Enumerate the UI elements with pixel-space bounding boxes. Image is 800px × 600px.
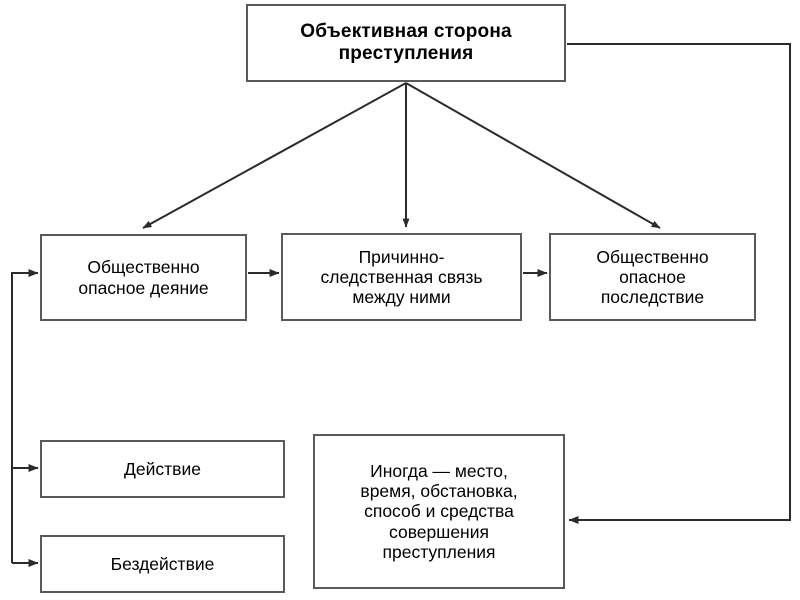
node-action[interactable]: Действие <box>40 440 285 498</box>
node-inaction[interactable]: Бездействие <box>40 535 285 593</box>
edge-left-bus <box>11 272 38 563</box>
node-socially-dangerous-consequence[interactable]: Общественно опасное последствие <box>549 233 756 321</box>
edge-root-to-consequence <box>405 82 661 229</box>
node-causal-link[interactable]: Причинно- следственная связь между ними <box>281 233 522 321</box>
node-socially-dangerous-act[interactable]: Общественно опасное деяние <box>40 234 247 321</box>
edge-root-to-sometimes <box>567 43 791 524</box>
node-objective-side[interactable]: Объективная сторона преступления <box>246 4 566 82</box>
node-sometimes-circumstances[interactable]: Иногда — место, время, обстановка, спосо… <box>313 434 565 589</box>
edge-root-to-deed <box>142 82 407 229</box>
